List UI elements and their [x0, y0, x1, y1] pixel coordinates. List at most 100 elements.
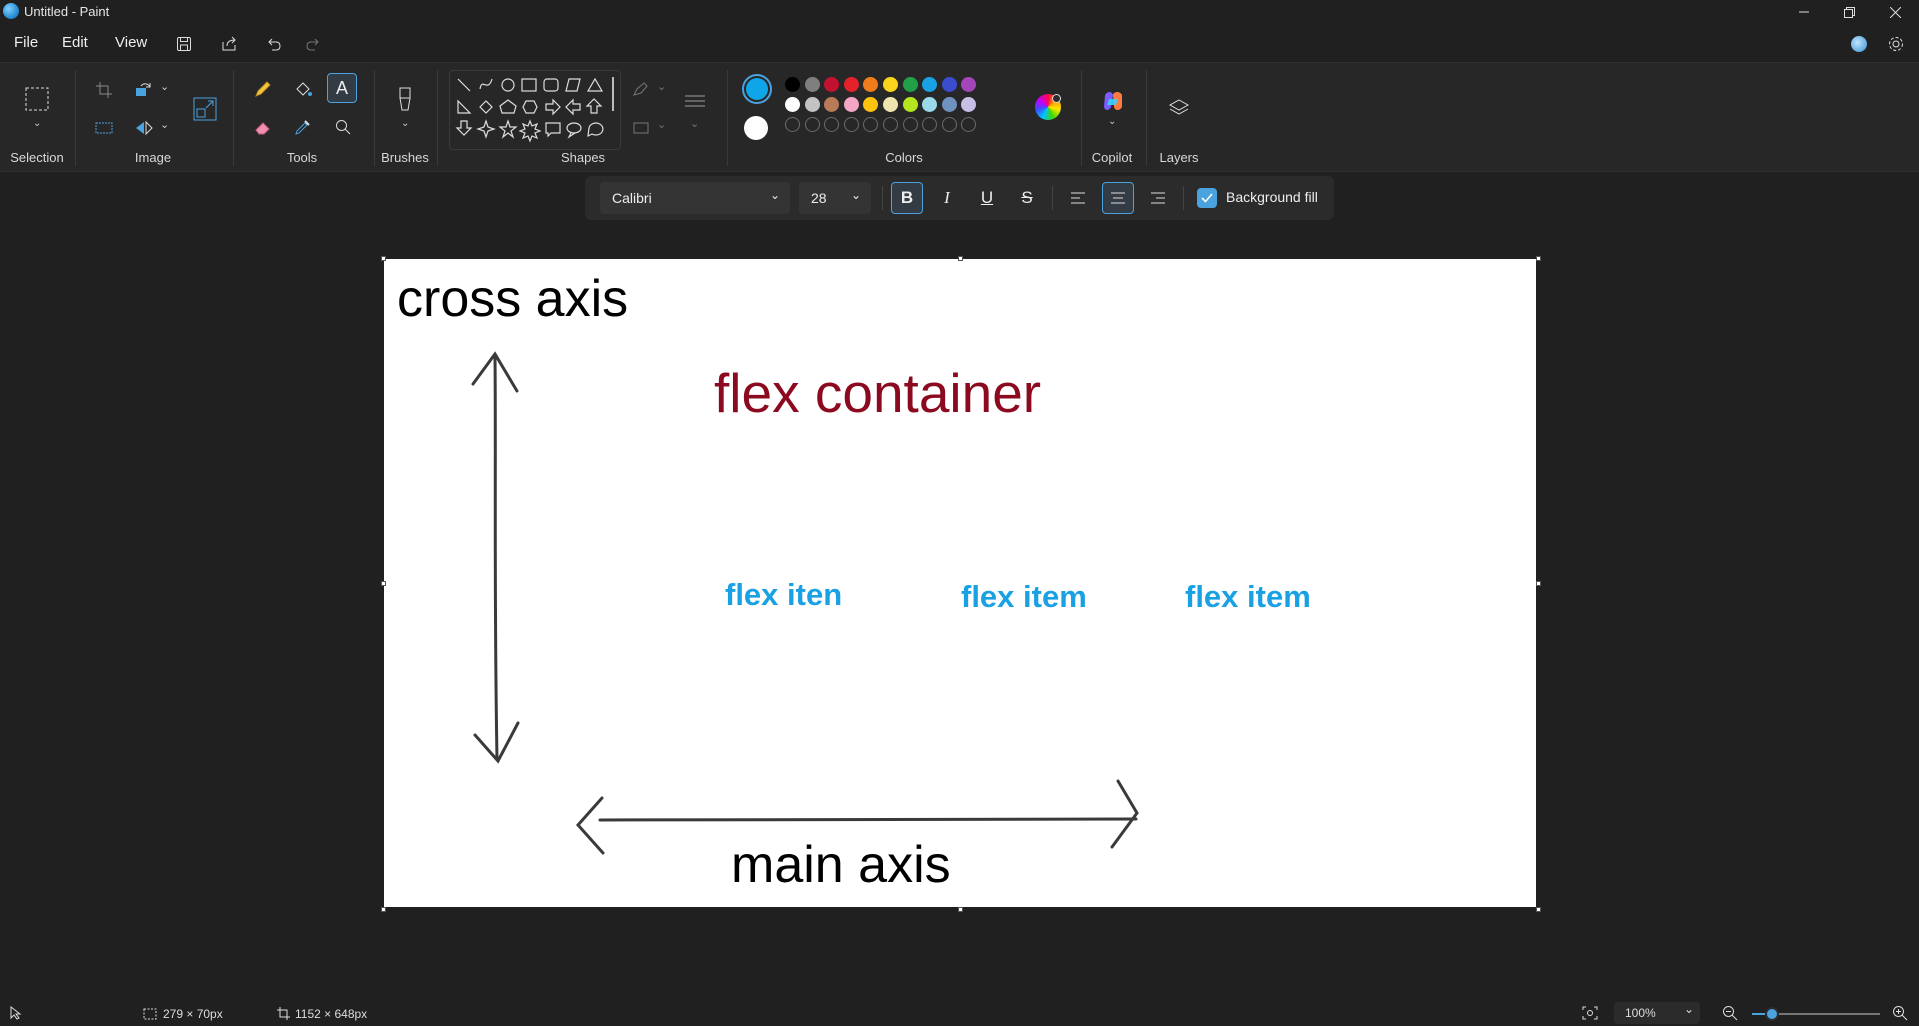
divider: [1146, 70, 1147, 166]
select-all-button[interactable]: [92, 116, 116, 140]
selection-tool-button[interactable]: [20, 82, 54, 116]
fit-to-window-button[interactable]: [1582, 1006, 1598, 1023]
menu-view[interactable]: View: [115, 34, 148, 51]
color-swatch[interactable]: [902, 77, 918, 92]
zoom-out-button[interactable]: [1722, 1005, 1738, 1024]
align-left-button[interactable]: [1062, 182, 1094, 214]
fill-tool-button[interactable]: [290, 76, 316, 102]
crop-button[interactable]: [92, 78, 116, 102]
canvas-resize-handle[interactable]: [1536, 907, 1541, 912]
layers-button[interactable]: [1164, 94, 1194, 122]
color-swatch[interactable]: [961, 97, 977, 112]
primary-color-button[interactable]: [742, 74, 772, 104]
color-swatch[interactable]: [824, 97, 840, 112]
restore-button[interactable]: [1826, 0, 1872, 24]
font-family-dropdown[interactable]: Calibri ⌄: [600, 182, 790, 214]
custom-color-slot[interactable]: [961, 117, 977, 132]
stroke-size-button[interactable]: [680, 88, 710, 112]
shape-fill-button[interactable]: [628, 116, 654, 138]
custom-color-slot[interactable]: [902, 117, 918, 132]
chevron-down-icon[interactable]: ⌄: [33, 118, 42, 129]
custom-color-slot[interactable]: [804, 117, 820, 132]
rotate-button[interactable]: [132, 78, 156, 102]
flip-button[interactable]: [132, 116, 156, 140]
color-swatch[interactable]: [824, 77, 840, 92]
canvas-resize-handle[interactable]: [381, 907, 386, 912]
settings-button[interactable]: [1884, 32, 1908, 56]
zoom-dropdown[interactable]: 100% ⌄: [1614, 1002, 1700, 1024]
color-swatch[interactable]: [863, 97, 879, 112]
background-fill-checkbox[interactable]: [1197, 188, 1217, 208]
color-swatch[interactable]: [922, 77, 938, 92]
resize-button[interactable]: [190, 94, 220, 124]
color-swatch[interactable]: [804, 77, 820, 92]
drawing-canvas[interactable]: cross axis flex container flex iten flex…: [384, 259, 1536, 907]
color-swatch[interactable]: [883, 77, 898, 92]
color-swatch[interactable]: [863, 77, 879, 92]
undo-button[interactable]: [262, 32, 286, 56]
chevron-down-icon[interactable]: ⌄: [160, 81, 170, 93]
color-swatch[interactable]: [941, 97, 957, 112]
zoom-in-button[interactable]: [1892, 1005, 1908, 1024]
edit-colors-button[interactable]: [1035, 94, 1061, 120]
color-swatch[interactable]: [785, 77, 800, 92]
text-tool-button[interactable]: A: [327, 73, 357, 103]
bold-button[interactable]: B: [891, 182, 923, 214]
redo-button[interactable]: [301, 32, 325, 56]
cross-axis-arrow: [471, 351, 520, 764]
align-right-button[interactable]: [1142, 182, 1174, 214]
color-swatch[interactable]: [941, 77, 957, 92]
share-button[interactable]: [217, 32, 241, 56]
chevron-down-icon[interactable]: ⌄: [657, 119, 667, 131]
shape-outline-button[interactable]: [628, 78, 654, 100]
chevron-down-icon[interactable]: ⌄: [657, 81, 667, 93]
chevron-down-icon[interactable]: ⌄: [1108, 116, 1117, 127]
color-swatch[interactable]: [804, 97, 820, 112]
custom-color-slot[interactable]: [843, 117, 859, 132]
custom-color-slot[interactable]: [824, 117, 840, 132]
canvas-resize-handle[interactable]: [381, 256, 386, 261]
account-button[interactable]: [1847, 32, 1871, 56]
color-swatch[interactable]: [785, 97, 800, 112]
save-button[interactable]: [172, 32, 196, 56]
canvas-resize-handle[interactable]: [1536, 256, 1541, 261]
align-center-button[interactable]: [1102, 182, 1134, 214]
strikethrough-button[interactable]: S: [1011, 182, 1043, 214]
custom-color-slot[interactable]: [785, 117, 800, 132]
custom-color-slot[interactable]: [922, 117, 938, 132]
pencil-tool-button[interactable]: [250, 76, 276, 102]
chevron-down-icon[interactable]: ⌄: [401, 118, 410, 129]
color-picker-button[interactable]: [290, 114, 316, 140]
canvas-resize-handle[interactable]: [381, 581, 386, 586]
italic-button[interactable]: I: [931, 182, 963, 214]
custom-color-slot[interactable]: [863, 117, 879, 132]
zoom-slider[interactable]: [1752, 1013, 1880, 1015]
color-swatch[interactable]: [883, 97, 898, 112]
chevron-down-icon[interactable]: ⌄: [690, 118, 700, 130]
canvas-resize-handle[interactable]: [958, 907, 963, 912]
flex-item-label-3: flex item: [1185, 579, 1311, 614]
color-swatch[interactable]: [922, 97, 938, 112]
font-size-dropdown[interactable]: 28 ⌄: [799, 182, 871, 214]
color-swatch[interactable]: [843, 77, 859, 92]
menu-edit[interactable]: Edit: [62, 34, 88, 51]
color-swatch[interactable]: [961, 77, 977, 92]
color-swatch[interactable]: [843, 97, 859, 112]
chevron-down-icon[interactable]: ⌄: [160, 119, 170, 131]
minimize-button[interactable]: [1781, 0, 1827, 24]
underline-button[interactable]: U: [971, 182, 1003, 214]
secondary-color-button[interactable]: [744, 116, 768, 140]
shapes-gallery[interactable]: [449, 70, 621, 150]
copilot-button[interactable]: [1098, 86, 1128, 116]
custom-color-slot[interactable]: [941, 117, 957, 132]
menu-file[interactable]: File: [14, 34, 39, 51]
color-swatch[interactable]: [902, 97, 918, 112]
brushes-button[interactable]: [390, 82, 420, 116]
zoom-slider-thumb[interactable]: [1765, 1007, 1779, 1021]
eraser-tool-button[interactable]: [250, 114, 276, 140]
canvas-resize-handle[interactable]: [958, 256, 963, 261]
close-window-button[interactable]: [1872, 0, 1918, 24]
canvas-resize-handle[interactable]: [1536, 581, 1541, 586]
custom-color-slot[interactable]: [883, 117, 898, 132]
magnifier-button[interactable]: [330, 114, 356, 140]
